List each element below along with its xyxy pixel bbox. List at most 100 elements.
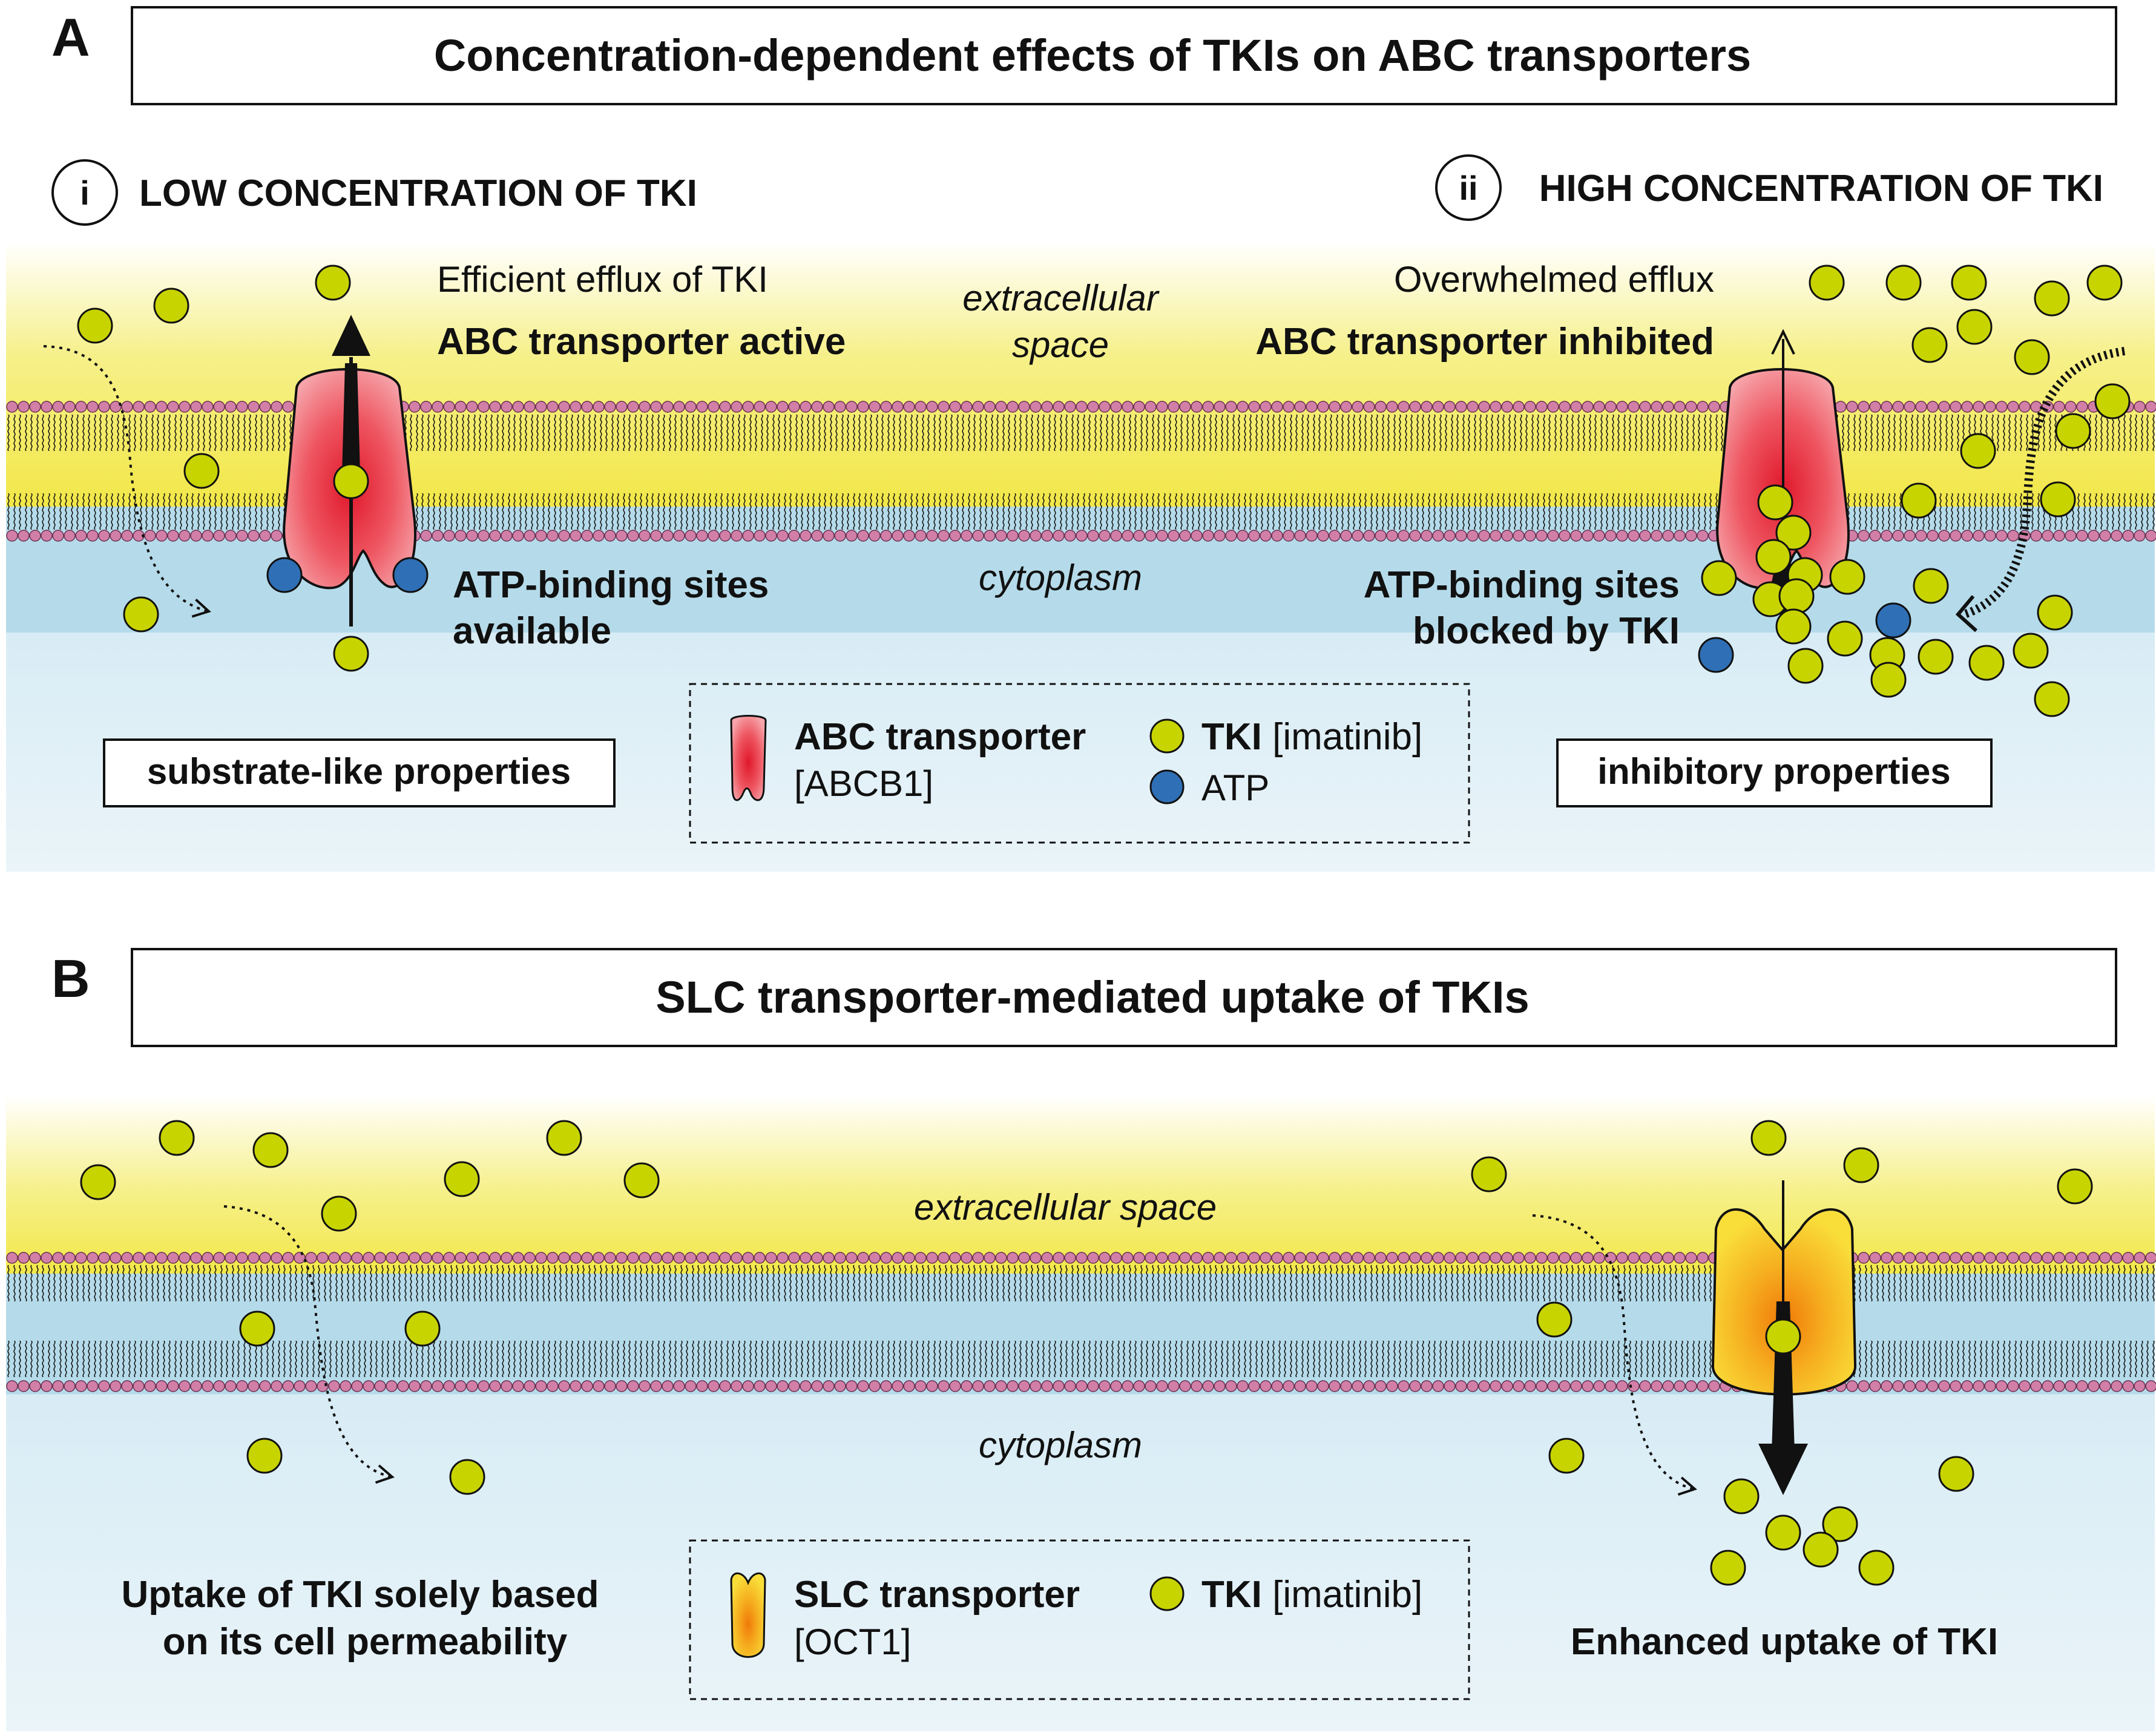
- lipid-head: [1133, 530, 1145, 542]
- backflow-arrow-right-head: [1955, 595, 1978, 633]
- lipid-head: [708, 530, 720, 542]
- tki-particle: [1829, 559, 1865, 595]
- lipid-head: [662, 401, 674, 413]
- lipid-head: [1398, 530, 1410, 542]
- atp-sites-blocked-line1: ATP-binding sites: [1364, 564, 1680, 606]
- lipid-head: [6, 530, 18, 542]
- lipid-head: [995, 530, 1007, 542]
- atp-sites-blocked-line2: blocked by TKI: [1413, 610, 1680, 652]
- lipid-head: [1616, 530, 1628, 542]
- lipid-head: [1329, 1380, 1341, 1392]
- lipid-head: [1133, 1252, 1145, 1264]
- lipid-head: [2122, 530, 2134, 542]
- lipid-head: [1674, 1252, 1686, 1264]
- lipid-head: [190, 1252, 202, 1264]
- lipid-head: [386, 1380, 398, 1392]
- lipid-head: [75, 401, 87, 413]
- lipid-head: [75, 1380, 87, 1392]
- lipid-head: [248, 530, 260, 542]
- lipid-head: [1501, 1380, 1513, 1392]
- lipid-head: [915, 1380, 927, 1392]
- lipid-head: [1835, 401, 1847, 413]
- lipid-head: [558, 1380, 570, 1392]
- lipid-head: [1053, 530, 1065, 542]
- lipid-head: [880, 1252, 892, 1264]
- lipid-head: [1501, 1252, 1513, 1264]
- lipid-head: [75, 1252, 87, 1264]
- lipid-head: [144, 401, 156, 413]
- lipid-head: [1271, 401, 1283, 413]
- lipid-head: [1168, 1252, 1180, 1264]
- lipid-head: [1421, 530, 1433, 542]
- lipid-head: [2145, 530, 2156, 542]
- lipid-head: [1340, 1252, 1352, 1264]
- lipid-head: [110, 1380, 122, 1392]
- lipid-head: [1881, 401, 1893, 413]
- lipid-head: [995, 1252, 1007, 1264]
- lipid-head: [202, 1380, 214, 1392]
- lipid-head: [547, 1252, 559, 1264]
- lipid-head: [1651, 1252, 1663, 1264]
- lipid-head: [1329, 401, 1341, 413]
- panel-b-tki-particles: [80, 1120, 2093, 1586]
- lipid-head: [1973, 1252, 1985, 1264]
- lipid-head: [1007, 1380, 1019, 1392]
- lipid-head: [190, 530, 202, 542]
- lipid-head: [1455, 530, 1467, 542]
- lipid-head: [110, 401, 122, 413]
- lipid-head: [1409, 1380, 1421, 1392]
- lipid-head: [524, 1252, 536, 1264]
- lipid-head: [696, 401, 708, 413]
- lipid-head: [972, 1380, 984, 1392]
- tki-particle: [1750, 1120, 1787, 1156]
- lipid-head: [1386, 1252, 1398, 1264]
- lipid-head: [2065, 1252, 2077, 1264]
- lipid-head: [708, 401, 720, 413]
- lipid-head: [938, 401, 950, 413]
- lipid-head: [708, 1380, 720, 1392]
- lipid-head: [1892, 1380, 1904, 1392]
- tki-particle: [315, 265, 351, 301]
- atp-sites-available-line2: available: [453, 610, 611, 652]
- lipid-head: [351, 1252, 363, 1264]
- lipid-head: [1294, 1380, 1306, 1392]
- lipid-head: [961, 401, 973, 413]
- lipid-head: [1616, 401, 1628, 413]
- lipid-head: [1927, 530, 1939, 542]
- lipid-head: [2065, 401, 2077, 413]
- lipid-head: [1179, 530, 1191, 542]
- panel-a-lipid-heads: [6, 401, 2156, 542]
- lipid-head: [696, 1380, 708, 1392]
- lipid-head: [1202, 530, 1214, 542]
- lipid-head: [409, 401, 421, 413]
- tki-particle: [2055, 413, 2091, 449]
- lipid-head: [1881, 1252, 1893, 1264]
- panel-b-background: [6, 1096, 2155, 1731]
- tki-particle: [2034, 681, 2070, 717]
- lipid-head: [190, 401, 202, 413]
- lipid-head: [834, 1252, 846, 1264]
- lipid-head: [1225, 401, 1237, 413]
- lipid-head: [1018, 1380, 1030, 1392]
- lipid-head: [1122, 1380, 1134, 1392]
- lipid-head: [317, 1380, 329, 1392]
- lipid-head: [1593, 401, 1605, 413]
- lipid-head: [1996, 401, 2008, 413]
- lipid-head: [673, 1252, 685, 1264]
- lipid-head: [1639, 1252, 1651, 1264]
- panel-a-title: Concentration-dependent effects of TKIs …: [434, 30, 1751, 81]
- lipid-head: [1547, 1252, 1559, 1264]
- lipid-head: [1133, 1380, 1145, 1392]
- efficient-efflux-note: Efficient efflux of TKI: [437, 259, 768, 300]
- lipid-head: [18, 1380, 30, 1392]
- lipid-head: [754, 530, 766, 542]
- lipid-head: [1145, 401, 1157, 413]
- lipid-head: [1053, 401, 1065, 413]
- tki-particle: [1827, 620, 1863, 657]
- lipid-head: [2076, 1380, 2088, 1392]
- tki-particle: [1870, 662, 1907, 698]
- lipid-head: [1398, 1380, 1410, 1392]
- atp-left-1: [266, 557, 303, 593]
- lipid-head: [1375, 1380, 1387, 1392]
- tki-particle: [1913, 568, 1949, 604]
